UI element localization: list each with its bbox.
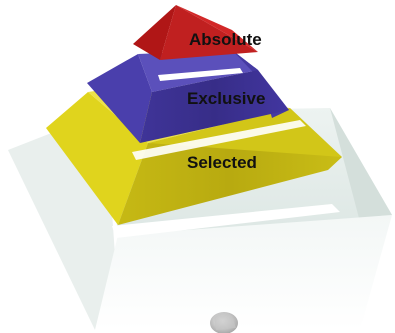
tier-base-front-face: [95, 215, 392, 330]
tier-exclusive-top-face: [138, 50, 258, 92]
tier-gap-band: [112, 204, 340, 238]
tier-label-selected: Selected: [187, 153, 257, 172]
tier-selected-gap: [132, 120, 306, 160]
stone-object: [210, 312, 238, 333]
tier-absolute-right-face: [176, 5, 258, 52]
tier-base-right-face: [330, 108, 392, 222]
stone-shade: [214, 313, 236, 330]
tier-absolute: [133, 5, 258, 60]
tier-exclusive-front-face: [140, 70, 289, 143]
tier-selected-front-face: [118, 143, 342, 225]
tier-absolute-left-face: [133, 5, 176, 60]
tier-exclusive-gap: [158, 68, 243, 81]
tier-absolute-front-face: [160, 5, 258, 60]
tier-label-absolute: Absolute: [189, 30, 262, 49]
tier-selected-left-face: [46, 92, 148, 225]
tier-exclusive: [87, 50, 289, 143]
tier-label-exclusive: Exclusive: [187, 89, 265, 108]
tier-exclusive-left-face: [87, 54, 152, 143]
